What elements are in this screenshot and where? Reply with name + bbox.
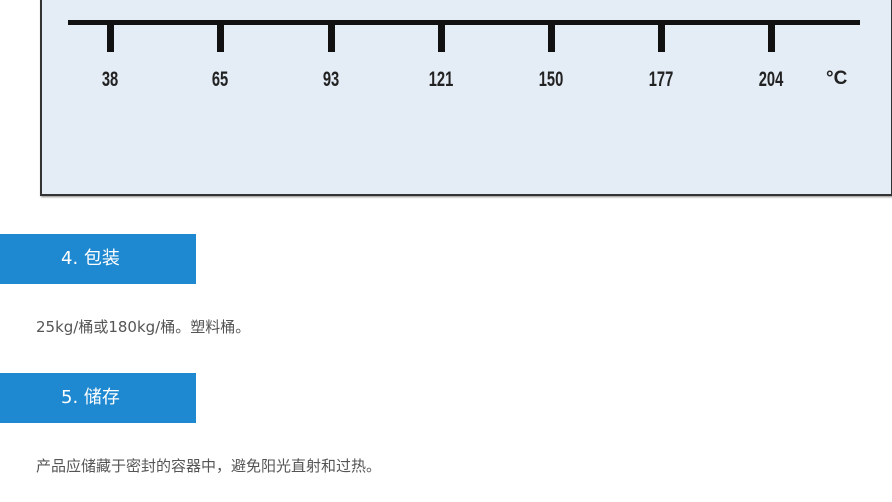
scale-tick [217,22,224,52]
scale-axis-line [68,20,860,25]
scale-tick [107,22,114,52]
temperature-scale-figure [40,0,892,196]
scale-tick [658,22,665,52]
scale-tick [438,22,445,52]
scale-tick [548,22,555,52]
scale-tick-label: 38 [101,68,119,91]
scale-tick-label: 177 [648,68,674,91]
scale-unit: °C [826,68,848,89]
scale-tick [768,22,775,52]
packaging-text: 25kg/桶或180kg/桶。塑料桶。 [36,318,251,336]
scale-tick-label: 204 [758,68,784,91]
scale-tick [328,22,335,52]
scale-tick-label: 65 [211,68,229,91]
scale-tick-label: 150 [538,68,564,91]
section-header-packaging: 4. 包装 [0,234,196,284]
scale-tick-label: 93 [322,68,340,91]
storage-text: 产品应储藏于密封的容器中，避免阳光直射和过热。 [36,457,382,475]
scale-tick-label: 121 [428,68,454,91]
section-header-storage: 5. 储存 [0,373,196,423]
